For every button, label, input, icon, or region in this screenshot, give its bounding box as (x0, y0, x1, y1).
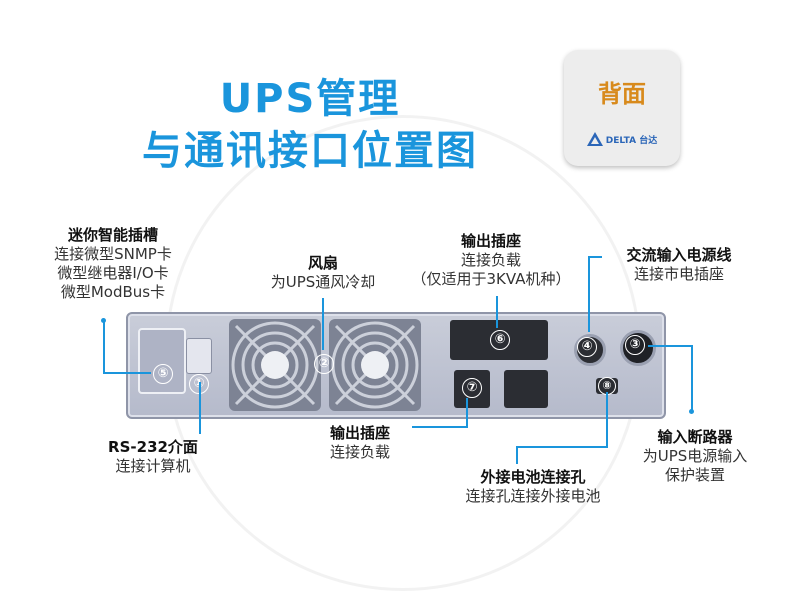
delta-logo-text: DELTA 台达 (605, 135, 658, 146)
marker-7: ⑦ (462, 378, 482, 398)
callout-input-breaker: 输入断路器 为UPS电源输入 保护装置 (630, 428, 760, 485)
callout-ext-battery-line1: 连接孔连接外接电池 (465, 487, 601, 505)
dot-mini-slot (101, 318, 106, 323)
line-output-top (496, 296, 498, 328)
line-battery-v (606, 392, 608, 446)
callout-mini-slot-line3: 微型ModBus卡 (60, 283, 166, 301)
rs232-port (186, 338, 212, 374)
dot-breaker (689, 409, 694, 414)
callout-output-top-line1: 连接负载 (460, 251, 521, 269)
mini-slot (138, 328, 186, 394)
callout-ext-battery-heading: 外接电池连接孔 (480, 468, 586, 486)
line-battery-h (516, 446, 608, 448)
page-title-line2: 与通讯接口位置图 (142, 128, 478, 174)
line-ac-input-h (588, 256, 602, 258)
callout-input-breaker-line2: 保护装置 (664, 466, 725, 484)
marker-2: ② (314, 354, 334, 374)
badge-label: 背面 (598, 80, 646, 108)
callout-fan: 风扇 为UPS通风冷却 (248, 254, 398, 292)
callout-rs232-line1: 连接计算机 (115, 457, 191, 475)
callout-ac-input-line1: 连接市电插座 (633, 265, 724, 283)
marker-4: ④ (577, 337, 597, 357)
callout-output-bottom-line1: 连接负载 (329, 443, 390, 461)
delta-triangle-icon (586, 132, 603, 146)
callout-mini-slot-line2: 微型继电器I/O卡 (57, 264, 169, 282)
rear-view-badge: 背面 DELTA 台达 (564, 50, 680, 166)
page-title-line1: UPS管理 (219, 76, 401, 122)
callout-mini-slot-line1: 连接微型SNMP卡 (54, 245, 172, 263)
marker-6: ⑥ (490, 330, 510, 350)
callout-ext-battery: 外接电池连接孔 连接孔连接外接电池 (438, 468, 628, 506)
callout-fan-heading: 风扇 (307, 254, 338, 272)
callout-mini-slot: 迷你智能插槽 连接微型SNMP卡 微型继电器I/O卡 微型ModBus卡 (38, 226, 188, 302)
fan-right (329, 319, 421, 411)
callout-mini-slot-heading: 迷你智能插槽 (67, 226, 158, 244)
callout-rs232: RS-232介面 连接计算机 (88, 438, 218, 476)
line-output-bottom-v (466, 398, 468, 428)
line-output-bottom (412, 426, 468, 428)
line-battery-v2 (516, 446, 518, 464)
line-rs232 (199, 382, 201, 434)
callout-rs232-heading: RS-232介面 (108, 438, 198, 456)
marker-3: ③ (625, 335, 645, 355)
line-breaker-h (648, 345, 692, 347)
fan-left (229, 319, 321, 411)
callout-output-top-line2: （仅适用于3KVA机种） (411, 270, 571, 288)
line-ac-input-v (588, 256, 590, 332)
callout-output-top-heading: 输出插座 (460, 232, 521, 250)
callout-output-top: 输出插座 连接负载 （仅适用于3KVA机种） (396, 232, 586, 289)
line-fan (322, 298, 324, 350)
callout-input-breaker-line1: 为UPS电源输入 (642, 447, 748, 465)
callout-fan-line1: 为UPS通风冷却 (270, 273, 376, 291)
line-breaker-v (691, 345, 693, 411)
marker-5: ⑤ (153, 364, 173, 384)
line-mini-slot-h (103, 372, 151, 374)
callout-ac-input: 交流输入电源线 连接市电插座 (604, 246, 754, 284)
callout-input-breaker-heading: 输入断路器 (657, 428, 733, 446)
line-mini-slot-v (103, 320, 105, 372)
delta-logo: DELTA 台达 (576, 130, 668, 148)
callout-output-bottom-heading: 输出插座 (329, 424, 390, 442)
callout-ac-input-heading: 交流输入电源线 (626, 246, 732, 264)
output-socket-iec (504, 370, 548, 408)
callout-output-bottom: 输出插座 连接负载 (305, 424, 415, 462)
ups-rear-panel: ⑤ ① ② ⑥ ⑦ ④ ③ ⑧ (126, 312, 666, 419)
